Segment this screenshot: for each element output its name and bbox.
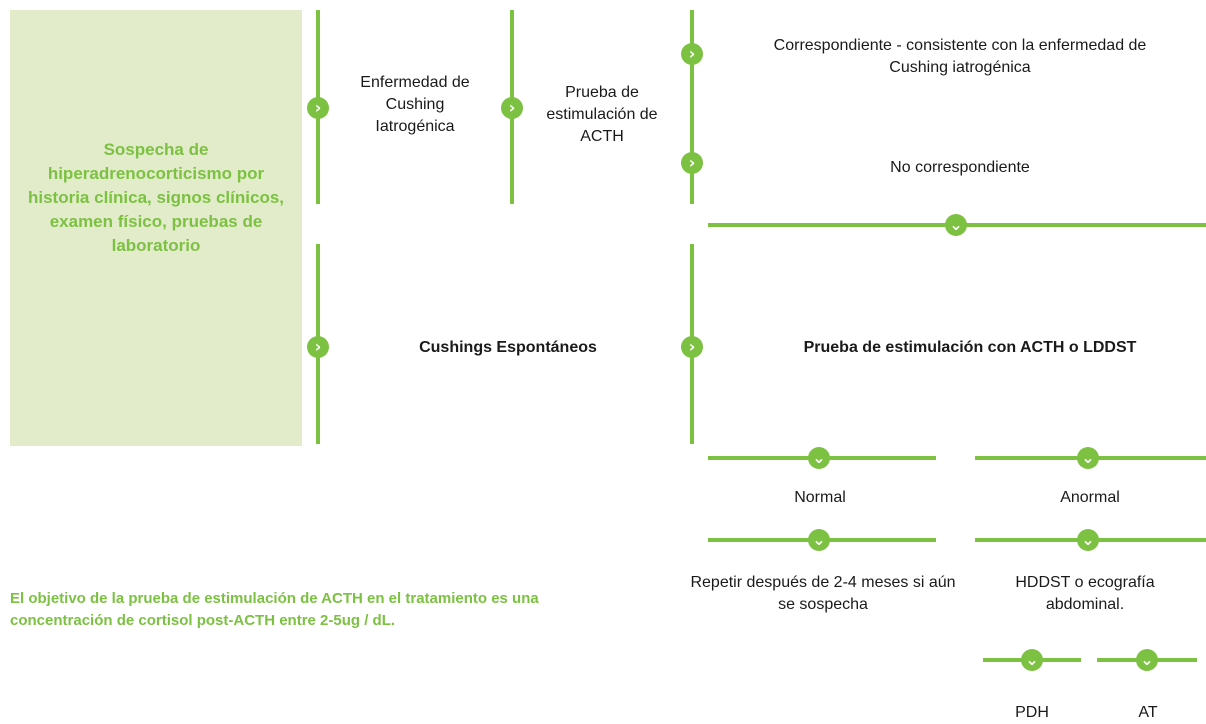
chevron-right-icon: ›: [501, 97, 523, 119]
chevron-down-icon: ⌄: [808, 529, 830, 551]
chevron-right-icon: ›: [681, 43, 703, 65]
chevron-right-icon: ›: [307, 97, 329, 119]
chevron-down-icon: ⌄: [1077, 529, 1099, 551]
node-normal: Normal: [794, 489, 846, 506]
node-acth-test: Prueba de estimulación de ACTH: [546, 84, 658, 145]
node-repeat: Repetir después de 2-4 meses si aún se s…: [690, 574, 956, 613]
node-iatrogenic: Enfermedad de Cushing Iatrogénica: [360, 74, 470, 135]
start-box: Sospecha de hiperadrenocorticismo por hi…: [10, 10, 302, 446]
node-correspondent: Correspondiente - consistente con la enf…: [773, 37, 1147, 76]
node-spontaneous: Cushings Espontáneos: [419, 339, 597, 356]
chevron-down-icon: ⌄: [1077, 447, 1099, 469]
node-hddst: HDDST o ecografía abdominal.: [1015, 574, 1155, 613]
chevron-right-icon: ›: [307, 336, 329, 358]
chevron-down-icon: ⌄: [1021, 649, 1043, 671]
chevron-right-icon: ›: [681, 152, 703, 174]
chevron-right-icon: ›: [681, 336, 703, 358]
footnote: El objetivo de la prueba de estimulación…: [10, 590, 539, 629]
chevron-down-icon: ⌄: [945, 214, 967, 236]
node-abnormal: Anormal: [1060, 489, 1120, 506]
node-at: AT: [1138, 704, 1158, 721]
start-text: Sospecha de hiperadrenocorticismo por hi…: [27, 140, 285, 255]
chevron-down-icon: ⌄: [1136, 649, 1158, 671]
chevron-down-icon: ⌄: [808, 447, 830, 469]
node-acth-or-lddst: Prueba de estimulación con ACTH o LDDST: [803, 339, 1137, 356]
node-pdh: PDH: [1015, 704, 1049, 721]
connector-line: [690, 10, 694, 204]
node-non-correspondent: No correspondiente: [890, 159, 1030, 176]
